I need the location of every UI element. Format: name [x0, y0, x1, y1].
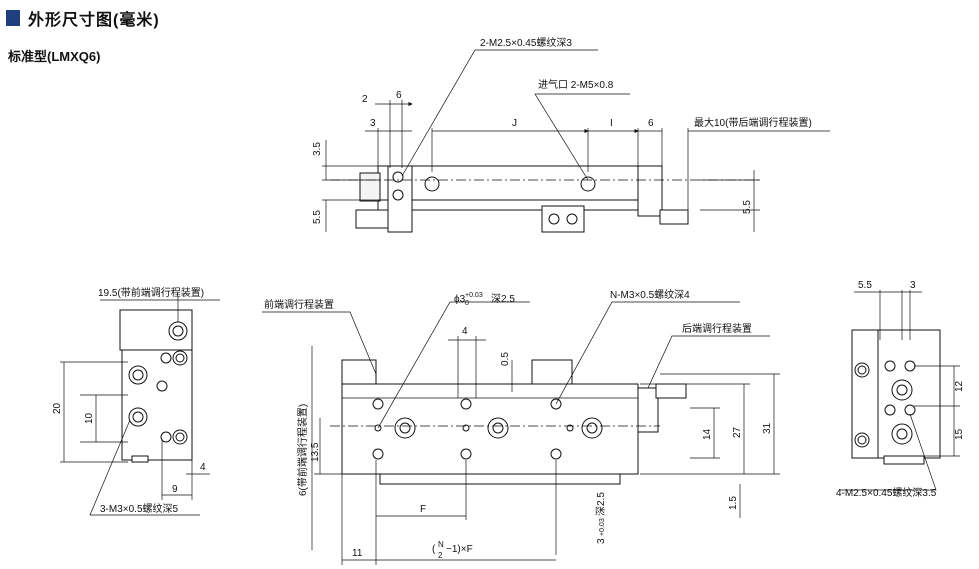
top-port-1	[424, 176, 440, 192]
mid-bottom-tol: +0.03	[599, 518, 606, 536]
top-dim-I: I	[610, 118, 613, 129]
top-view-labels: 2-M2.5×0.45螺纹深3 进气口 2-M5×0.8 最大10(带后端调行程…	[312, 36, 812, 224]
mid-front-adjuster: 前端调行程装置	[264, 298, 334, 311]
mid-thread-callout: N-M3×0.5螺纹深4	[610, 288, 690, 301]
mid-nf-d: 2	[438, 551, 443, 560]
top-small-1	[548, 213, 560, 225]
mid-dim-4: 4	[462, 326, 468, 337]
top-left-block	[359, 172, 381, 202]
mid-dim-31: 31	[762, 422, 773, 434]
mid-hole-tol: +0.03	[465, 292, 483, 299]
right-dim-15: 15	[954, 428, 965, 440]
top-dim-3: 3	[370, 118, 376, 129]
mid-dim-F: F	[420, 504, 426, 515]
top-dim-J: J	[512, 118, 517, 129]
mid-nf-open: (	[432, 544, 436, 555]
left-dim-9: 9	[172, 484, 178, 495]
left-dim-10: 10	[84, 412, 95, 424]
right-dim-55: 5.5	[858, 280, 872, 291]
middle-view	[262, 301, 780, 565]
header-square-icon	[6, 10, 20, 26]
mid-bottom-depth: 深2.5	[595, 492, 607, 516]
top-dim-55b: 5.5	[742, 200, 753, 214]
mid-hole-tol0: 0	[465, 300, 469, 307]
mid-dim-135: 13.5	[310, 442, 321, 462]
top-small-2	[566, 213, 578, 225]
section-header: 外形尺寸图(毫米)	[6, 6, 160, 30]
top-rear-plate	[637, 165, 663, 217]
right-view	[840, 290, 960, 491]
mid-dim-15: 1.5	[728, 496, 739, 510]
top-body	[377, 165, 641, 211]
top-view	[322, 49, 830, 233]
left-dim-4: 4	[200, 462, 206, 473]
left-top-callout: 19.5(带前端调行程装置)	[98, 286, 204, 299]
top-screw-1	[392, 171, 404, 183]
top-dim-6b: 6	[648, 118, 654, 129]
mid-bottom-hole: 3	[596, 538, 607, 544]
model-subtitle: 标准型(LMXQ6)	[8, 49, 101, 64]
mid-hole-callout: ϕ3	[454, 294, 466, 305]
top-port-callout: 进气口 2-M5×0.8	[538, 78, 614, 91]
top-dim-35: 3.5	[312, 142, 323, 156]
top-front-adjuster	[355, 209, 389, 229]
top-end-plate	[387, 165, 413, 233]
mid-dim-05: 0.5	[500, 352, 511, 366]
mid-dim-11: 11	[352, 548, 363, 559]
top-screw-2	[392, 189, 404, 201]
top-dim-2: 2	[362, 94, 368, 105]
top-dim-55a: 5.5	[312, 210, 323, 224]
top-screw-callout: 2-M2.5×0.45螺纹深3	[480, 36, 572, 49]
mid-nf-n: N	[438, 540, 444, 549]
middle-view-labels: 前端调行程装置 ϕ3 +0.03 0 深2.5 N-M3×0.5螺纹深4 后端调…	[264, 288, 773, 560]
top-max-callout: 最大10(带后端调行程装置)	[694, 116, 812, 129]
left-bottom-callout: 3-M3×0.5螺纹深5	[100, 502, 179, 515]
mid-dim-14: 14	[702, 428, 713, 440]
right-dim-12: 12	[954, 380, 965, 392]
page-title: 外形尺寸图(毫米)	[28, 12, 160, 29]
right-bottom-callout: 4-M2.5×0.45螺纹深3.5	[836, 486, 937, 499]
mid-hole-depth: 深2.5	[491, 293, 515, 305]
left-dim-20: 20	[52, 402, 63, 414]
top-rear-adjuster	[659, 209, 689, 225]
top-dim-6a: 6	[396, 90, 402, 101]
mid-dim-27: 27	[732, 426, 743, 438]
mid-nf-rest: −1)×F	[446, 544, 473, 555]
top-port-2	[580, 176, 596, 192]
left-view-labels: 19.5(带前端调行程装置) 20 10 4 9 3-M3×0.5螺纹深5	[52, 286, 206, 515]
left-view	[60, 296, 220, 516]
mid-side-callout: 6(带前端调行程装置)	[296, 404, 309, 496]
right-dim-3: 3	[910, 280, 916, 291]
mid-rear-adjuster: 后端调行程装置	[682, 322, 752, 335]
top-mid-block	[541, 205, 585, 233]
right-view-labels: 5.5 3 12 15 4-M2.5×0.45螺纹深3.5	[836, 280, 965, 499]
